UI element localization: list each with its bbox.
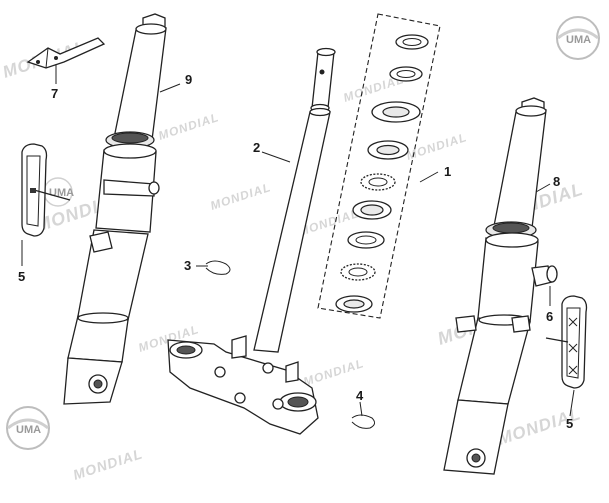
watermark-mondial: MONDIAL xyxy=(71,445,145,483)
callout-6: 6 xyxy=(546,309,553,324)
callout-2: 2 xyxy=(253,140,260,155)
uma-logo: UMA xyxy=(556,16,600,60)
part-9-fork-leg-left xyxy=(63,13,167,405)
callout-3: 3 xyxy=(184,258,191,273)
svg-text:UMA: UMA xyxy=(16,424,41,436)
callout-5-right: 5 xyxy=(566,416,573,431)
svg-text:UMA: UMA xyxy=(566,34,591,46)
part-2-steering-stem xyxy=(253,47,336,353)
callout-9: 9 xyxy=(185,72,192,87)
triple-clamp xyxy=(167,335,319,435)
callout-5-left: 5 xyxy=(18,269,25,284)
watermark-mondial: MONDIAL xyxy=(302,356,366,389)
part-5-reflector-left xyxy=(21,143,71,237)
part-7-bracket xyxy=(26,37,106,69)
part-3-circlip xyxy=(205,260,231,275)
callout-4: 4 xyxy=(356,388,364,403)
callout-labels: 1 2 3 4 5 5 6 7 8 9 xyxy=(18,72,573,431)
watermark-mondial: MONDIAL xyxy=(157,110,221,143)
uma-logo: UMA xyxy=(43,177,74,207)
callout-7: 7 xyxy=(51,86,58,101)
watermark-mondial: MONDIAL xyxy=(209,180,273,213)
watermark-mondial: MONDIAL xyxy=(405,130,469,163)
callout-8: 8 xyxy=(553,174,560,189)
part-4-circlip xyxy=(351,414,376,429)
part-5-reflector-right xyxy=(545,295,588,389)
uma-logo: UMA xyxy=(6,406,50,450)
part-6-clamp-bracket xyxy=(531,265,558,287)
leader-lines xyxy=(21,64,575,417)
callout-1: 1 xyxy=(444,164,451,179)
part-1-bearing-kit xyxy=(317,13,441,319)
bearing-kit-dashed-frame xyxy=(317,13,441,319)
part-8-fork-leg-right xyxy=(443,97,547,475)
